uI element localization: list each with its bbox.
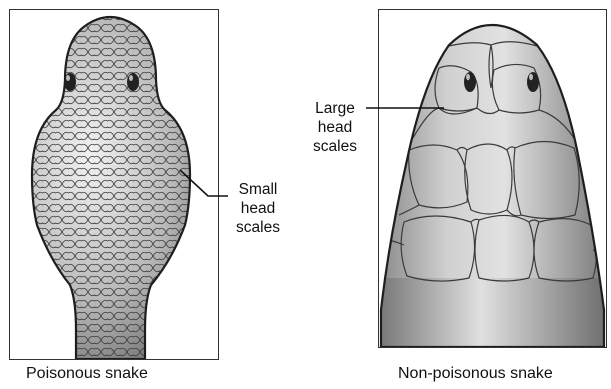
large-head-scales-label: Large head scales: [305, 99, 365, 156]
poisonous-snake-caption: Poisonous snake: [26, 365, 148, 383]
label-line: scales: [305, 137, 365, 156]
label-line: head: [228, 199, 288, 218]
label-line: Large: [305, 99, 365, 118]
small-head-scales-label: Small head scales: [228, 180, 288, 237]
label-line: Small: [228, 180, 288, 199]
label-line: scales: [228, 218, 288, 237]
non-poisonous-snake-caption: Non-poisonous snake: [398, 365, 553, 383]
small-scales-leader: [180, 170, 228, 196]
label-line: head: [305, 118, 365, 137]
